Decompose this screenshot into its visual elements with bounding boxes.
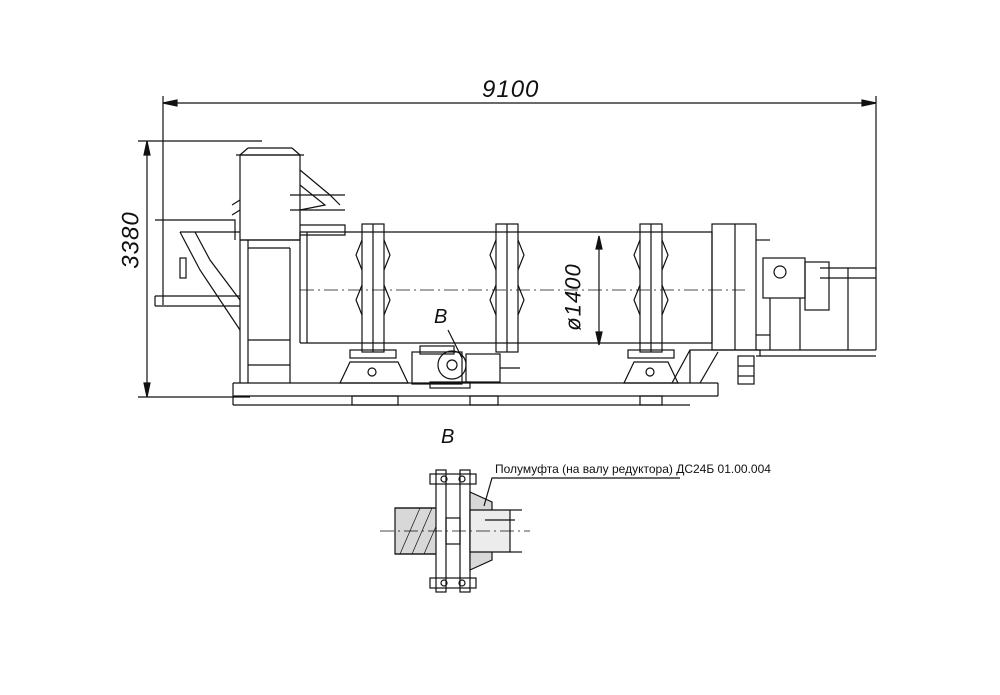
diameter-dimension [595,235,603,346]
callout-leader [483,477,680,507]
drive-motor-gearbox [411,345,520,389]
overall-height-label: 3380 [117,211,145,269]
drum-ring-3 [627,223,675,359]
overall-length-label: 9100 [482,76,540,103]
feed-frame [154,219,300,383]
drum-ring-2 [489,223,525,353]
support-roller-right [623,361,679,384]
drum-ring-1 [349,223,397,359]
coupling-callout: Полумуфта (на валу редуктора) ДС24Б 01.0… [495,462,771,476]
drum-diameter-label: ø1400 [560,263,586,331]
coupling-detail [380,469,530,593]
base-frame [232,349,761,406]
detail-leader [447,329,463,359]
height-dimension [138,140,262,398]
detail-reference-label: В [434,306,448,328]
length-dimension [162,96,877,305]
burner-platform [737,257,877,385]
rotary-drum [299,223,770,351]
support-roller-left [339,361,409,384]
detail-title: В [441,426,455,448]
loading-hopper [231,147,346,241]
